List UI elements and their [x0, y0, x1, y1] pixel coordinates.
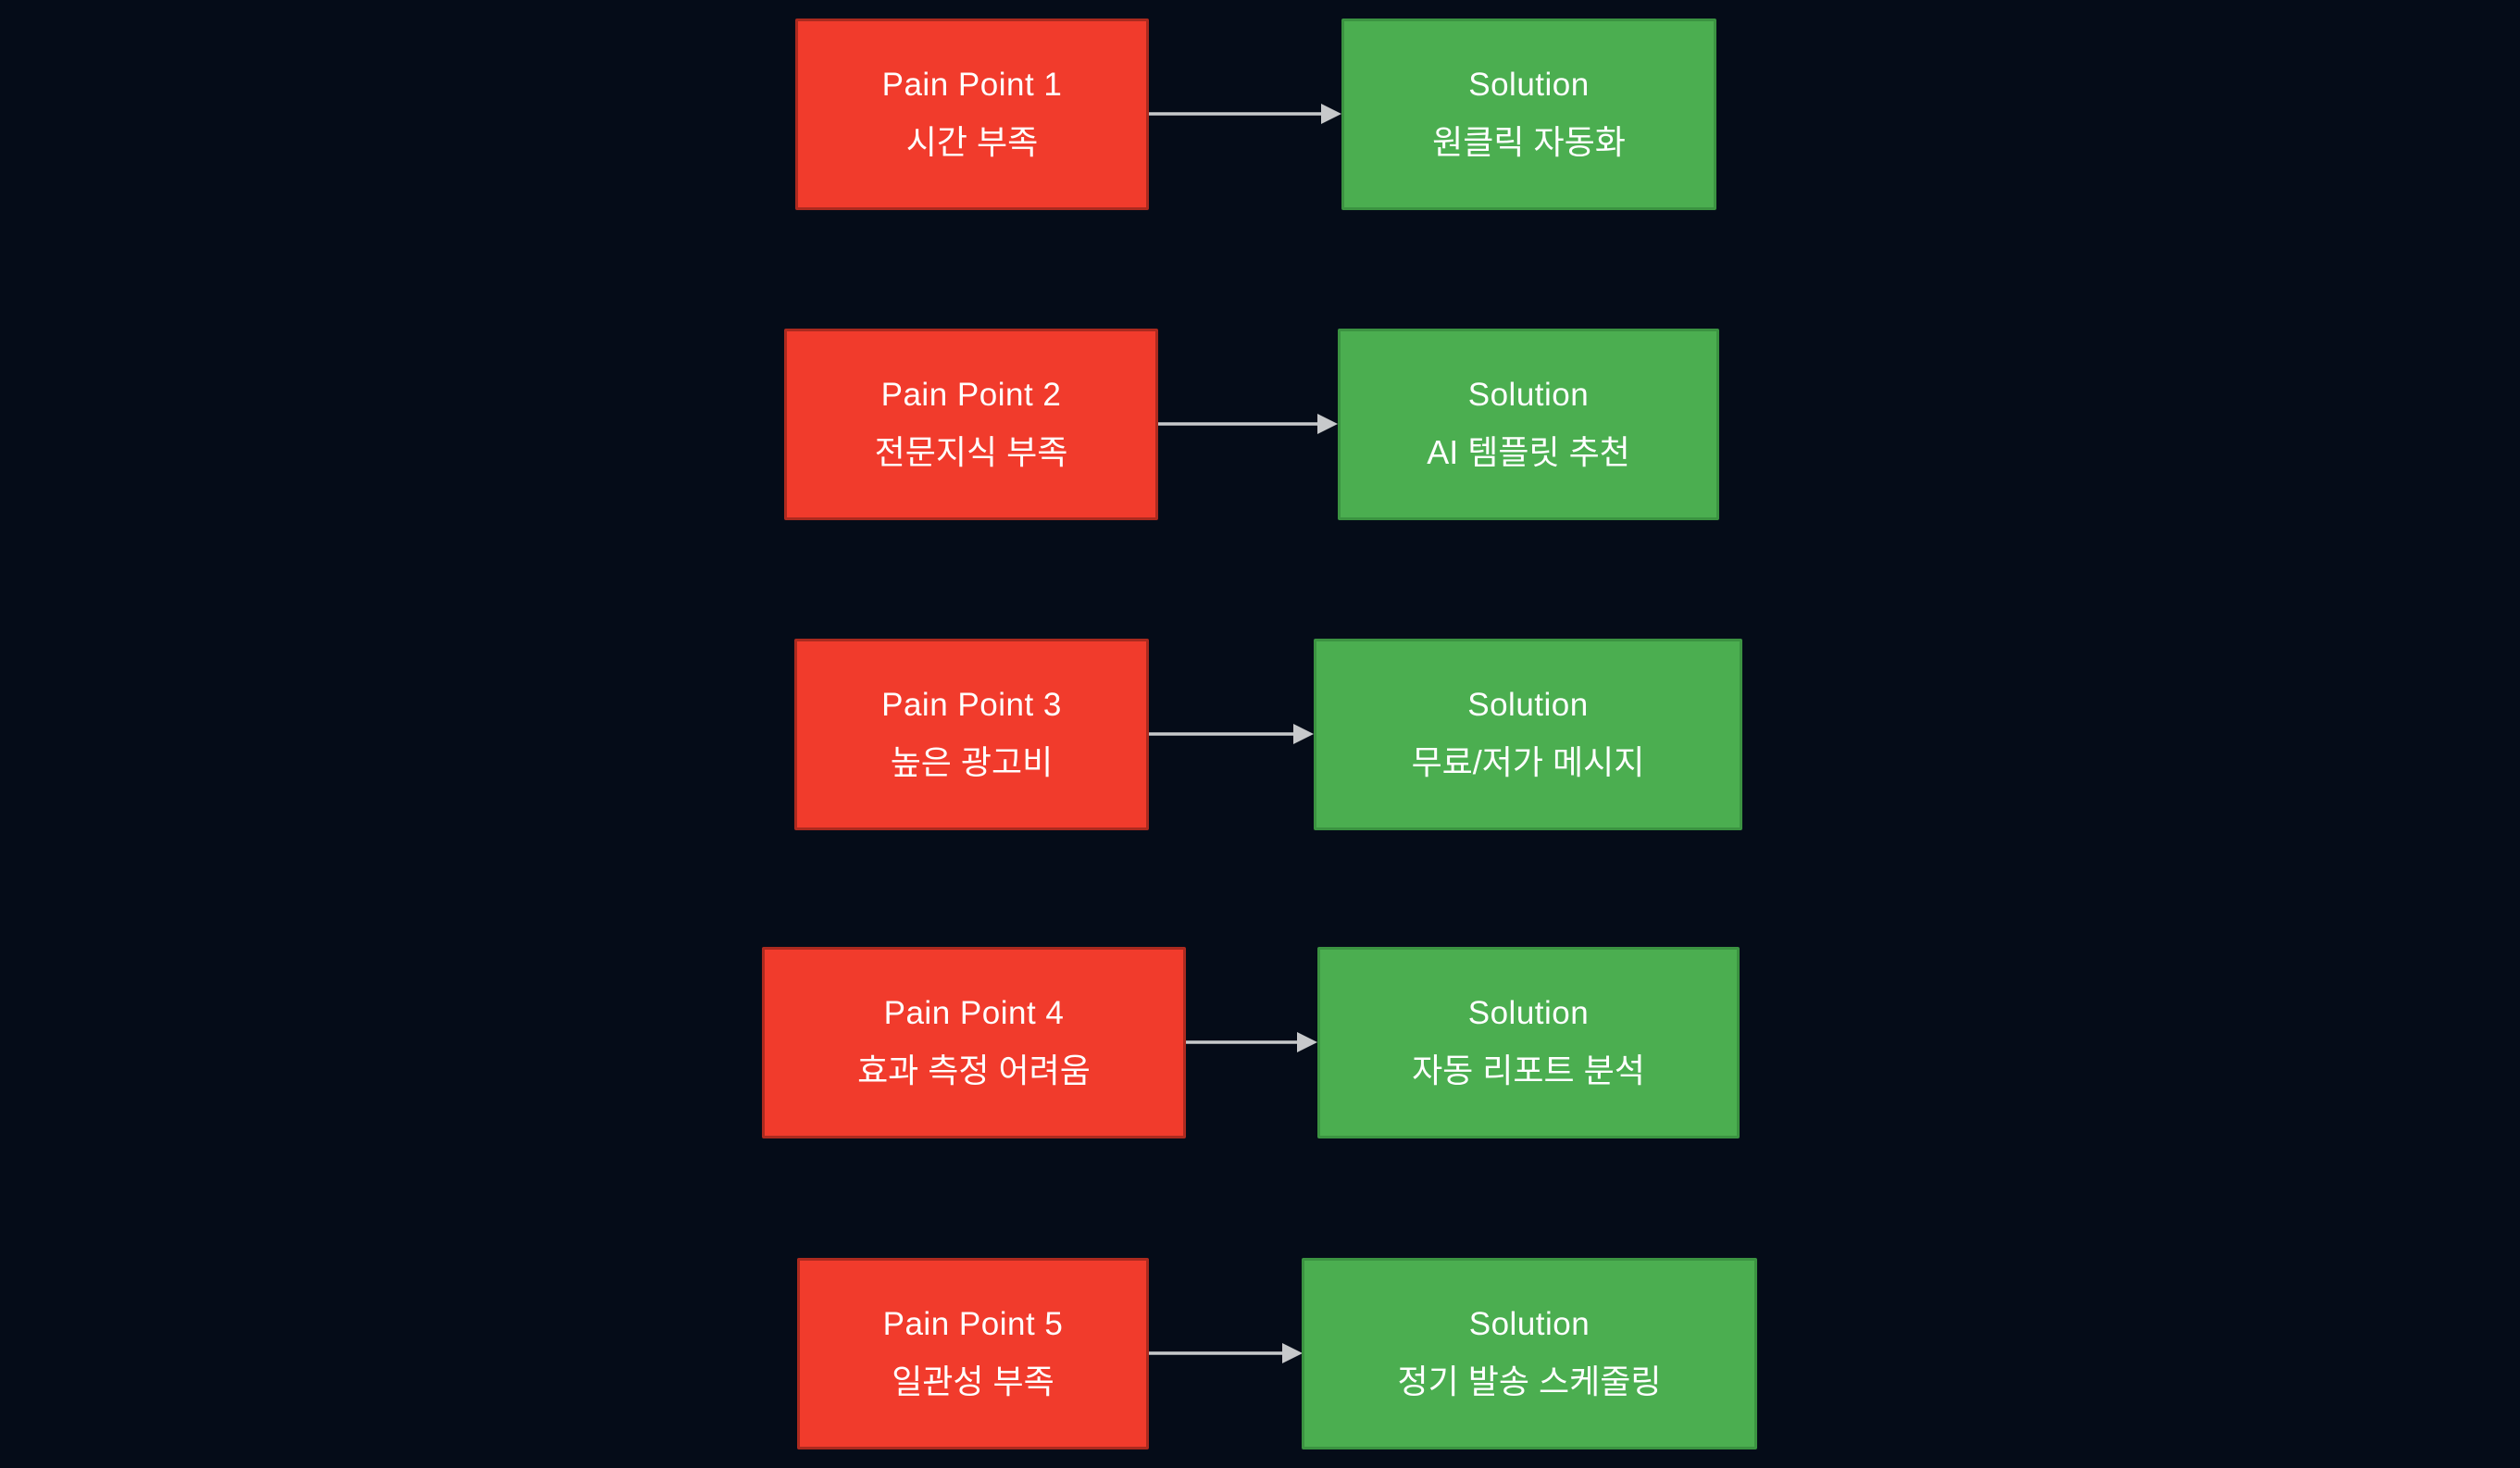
solution-title: Solution	[1467, 995, 1590, 1032]
pain-subtitle: 전문지식 부족	[874, 433, 1068, 472]
solution-subtitle: 정기 발송 스케줄링	[1397, 1362, 1662, 1401]
pain-point-box-4: Pain Point 4 효과 측정 어려움	[762, 947, 1186, 1138]
pain-point-box-1: Pain Point 1 시간 부족	[795, 19, 1149, 210]
pain-subtitle: 효과 측정 어려움	[857, 1051, 1091, 1090]
pain-point-box-5: Pain Point 5 일관성 부족	[797, 1258, 1149, 1449]
solution-title: Solution	[1468, 1306, 1591, 1343]
arrow-right-icon	[1149, 724, 1314, 744]
pain-subtitle: 시간 부족	[905, 123, 1039, 162]
pain-title: Pain Point 2	[880, 377, 1062, 414]
arrow-right-icon	[1149, 104, 1341, 124]
solution-box-4: Solution 자동 리포트 분석	[1317, 947, 1740, 1138]
arrow-right-icon	[1149, 1343, 1303, 1363]
arrow-right-icon	[1158, 414, 1338, 434]
pain-point-box-3: Pain Point 3 높은 광고비	[794, 639, 1149, 830]
solution-title: Solution	[1468, 67, 1590, 104]
solution-box-2: Solution AI 템플릿 추천	[1338, 329, 1719, 520]
solution-subtitle: 원클릭 자동화	[1432, 123, 1626, 162]
pain-subtitle: 높은 광고비	[890, 743, 1054, 782]
solution-title: Solution	[1467, 377, 1590, 414]
pain-title: Pain Point 4	[883, 995, 1065, 1032]
solution-box-3: Solution 무료/저가 메시지	[1314, 639, 1742, 830]
solution-box-1: Solution 원클릭 자동화	[1341, 19, 1716, 210]
pain-title: Pain Point 1	[881, 67, 1063, 104]
pain-subtitle: 일관성 부족	[892, 1362, 1054, 1401]
solution-subtitle: 자동 리포트 분석	[1412, 1051, 1645, 1090]
solution-subtitle: AI 템플릿 추천	[1427, 433, 1630, 472]
pain-point-box-2: Pain Point 2 전문지식 부족	[784, 329, 1158, 520]
arrow-right-icon	[1186, 1032, 1317, 1052]
solution-box-5: Solution 정기 발송 스케줄링	[1302, 1258, 1757, 1449]
solution-title: Solution	[1467, 687, 1589, 724]
pain-title: Pain Point 3	[881, 687, 1062, 724]
pain-title: Pain Point 5	[882, 1306, 1064, 1343]
solution-subtitle: 무료/저가 메시지	[1411, 743, 1645, 782]
